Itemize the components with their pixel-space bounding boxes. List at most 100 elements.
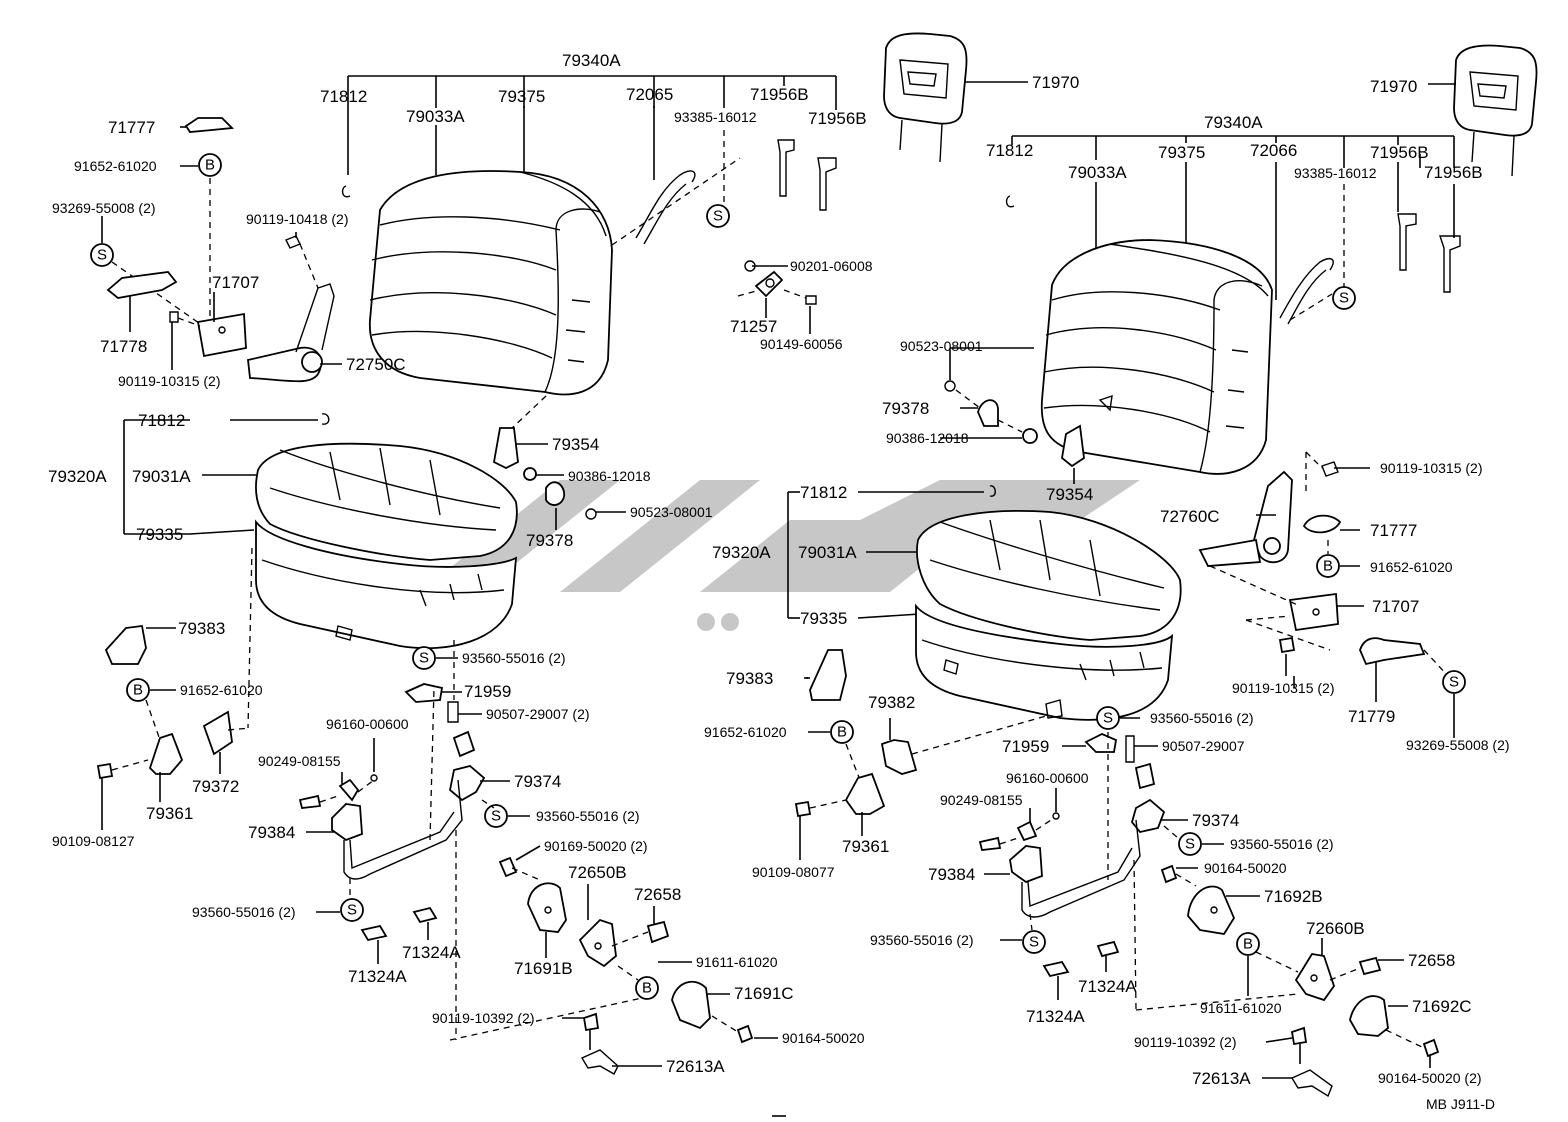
svg-text:S: S xyxy=(1185,836,1195,853)
label-left-93560-b: 93560-55016 (2) xyxy=(536,808,640,824)
label-right-90164-b: 90164-50020 (2) xyxy=(1378,1070,1482,1086)
label-left-91652: 91652-61020 xyxy=(74,158,157,174)
label-right-90386: 90386-12018 xyxy=(886,430,969,446)
label-left-93269: 93269-55008 (2) xyxy=(52,200,156,216)
label-right-91652: 91652-61020 xyxy=(1370,559,1453,575)
label-left-71324A-a: 71324A xyxy=(402,943,461,962)
right-assembly-bracket xyxy=(1011,135,1455,300)
label-right-71779: 71779 xyxy=(1348,707,1395,726)
label-left-90169: 90169-50020 (2) xyxy=(544,838,648,854)
label-right-79382: 79382 xyxy=(868,693,915,712)
label-right-71956B-a: 71956B xyxy=(1370,143,1429,162)
label-right-93385: 93385-16012 xyxy=(1294,165,1377,181)
svg-text:S: S xyxy=(347,902,357,919)
label-right-71324A-b: 71324A xyxy=(1026,1007,1085,1026)
label-right-79374: 79374 xyxy=(1192,811,1239,830)
label-right-71324A-a: 71324A xyxy=(1078,977,1137,996)
label-right-90164: 90164-50020 xyxy=(1204,860,1287,876)
label-right-90249: 90249-08155 xyxy=(940,792,1023,808)
label-left-90523: 90523-08001 xyxy=(630,504,713,520)
label-right-72613A: 72613A xyxy=(1192,1069,1251,1088)
label-right-96160: 96160-00600 xyxy=(1006,770,1089,786)
label-right-79033A: 79033A xyxy=(1068,163,1127,182)
label-left-93560-a: 93560-55016 (2) xyxy=(462,650,566,666)
label-right-72660B: 72660B xyxy=(1306,919,1365,938)
label-left-79361: 79361 xyxy=(146,804,193,823)
right-hook-71812 xyxy=(1005,195,1015,208)
label-right-71777: 71777 xyxy=(1370,521,1417,540)
label-right-91652-b: 91652-61020 xyxy=(704,724,787,740)
label-right-71970-a: 71970 xyxy=(1032,73,1079,92)
label-left-71778: 71778 xyxy=(100,337,147,356)
label-left-90507: 90507-29007 (2) xyxy=(486,706,590,722)
label-left-71956B-a: 71956B xyxy=(750,85,809,104)
label-right-79378: 79378 xyxy=(882,399,929,418)
label-right-79354: 79354 xyxy=(1046,485,1093,504)
label-left-79031A: 79031A xyxy=(132,467,191,486)
label-right-91611: 91611-61020 xyxy=(1200,1000,1282,1016)
label-right-79384: 79384 xyxy=(928,865,975,884)
label-left-91611: 91611-61020 xyxy=(696,954,778,970)
label-right-71812-cushion: 71812 xyxy=(800,483,847,502)
left-bracket-71257 xyxy=(737,260,817,334)
label-left-71812-cushion: 71812 xyxy=(138,411,185,430)
svg-text:S: S xyxy=(97,247,107,264)
label-left-90201: 90201-06008 xyxy=(790,258,873,274)
label-left-91652-b: 91652-61020 xyxy=(180,682,263,698)
label-left-71324A-b: 71324A xyxy=(348,967,407,986)
label-left-79033A: 79033A xyxy=(406,107,465,126)
headrest-leaders xyxy=(964,81,1456,85)
left-seat-cushion xyxy=(255,442,518,650)
label-left-79340A: 79340A xyxy=(562,51,621,70)
right-screw-symbol-back: S xyxy=(1332,286,1356,310)
labels-left: 79340A 71812 79033A 79375 72065 93385-16… xyxy=(48,51,873,1076)
label-left-79374: 79374 xyxy=(514,772,561,791)
svg-text:B: B xyxy=(205,157,215,174)
svg-text:B: B xyxy=(1323,558,1333,575)
right-hinge-group: B S xyxy=(1198,451,1466,738)
watermark-logo xyxy=(420,480,1140,631)
right-head-support xyxy=(1397,213,1461,293)
label-left-79378: 79378 xyxy=(526,531,573,550)
labels-right: 71970 71970 79340A 71812 79033A 79375 72… xyxy=(704,73,1510,1088)
label-right-71959: 71959 xyxy=(1002,737,1049,756)
right-back-frame xyxy=(1279,258,1334,325)
label-right-72760C: 72760C xyxy=(1160,507,1220,526)
svg-text:S: S xyxy=(1339,290,1349,307)
left-back-frame-dash xyxy=(611,157,741,246)
label-left-72658: 72658 xyxy=(634,885,681,904)
svg-text:S: S xyxy=(1449,674,1459,691)
label-right-79375: 79375 xyxy=(1158,143,1205,162)
label-left-71777: 71777 xyxy=(108,118,155,137)
label-right-72658: 72658 xyxy=(1408,951,1455,970)
svg-text:B: B xyxy=(1243,936,1253,953)
label-left-96160: 96160-00600 xyxy=(326,716,409,732)
label-right-79383: 79383 xyxy=(726,669,773,688)
label-left-71812: 71812 xyxy=(320,87,367,106)
right-lower-parts: B S S S B xyxy=(794,649,1440,1098)
label-left-90119-10418: 90119-10418 (2) xyxy=(246,211,348,227)
label-right-79320A: 79320A xyxy=(712,543,771,562)
label-left-79372: 79372 xyxy=(192,777,239,796)
label-left-72650B: 72650B xyxy=(568,863,627,882)
label-left-79375: 79375 xyxy=(498,87,545,106)
label-right-79340A: 79340A xyxy=(1204,113,1263,132)
label-left-71257: 71257 xyxy=(730,317,777,336)
label-left-71707: 71707 xyxy=(212,273,259,292)
label-right-79361: 79361 xyxy=(842,837,889,856)
svg-text:S: S xyxy=(713,208,723,225)
left-hinge-group: B S xyxy=(90,117,335,383)
label-right-93560-c: 93560-55016 (2) xyxy=(870,932,974,948)
label-right-90109: 90109-08077 xyxy=(752,864,835,880)
left-seat-back xyxy=(369,170,613,396)
right-back-hardware xyxy=(940,380,1085,484)
label-left-90386: 90386-12018 xyxy=(568,468,651,484)
label-left-93385: 93385-16012 xyxy=(674,109,757,125)
svg-text:S: S xyxy=(419,650,429,667)
label-left-72750C: 72750C xyxy=(346,355,406,374)
label-left-90119-10392: 90119-10392 (2) xyxy=(432,1010,534,1026)
label-left-90149: 90149-60056 xyxy=(760,336,843,352)
leader-lines xyxy=(101,126,1431,1079)
label-left-90249: 90249-08155 xyxy=(258,753,341,769)
label-right-93560-a: 93560-55016 (2) xyxy=(1150,710,1254,726)
